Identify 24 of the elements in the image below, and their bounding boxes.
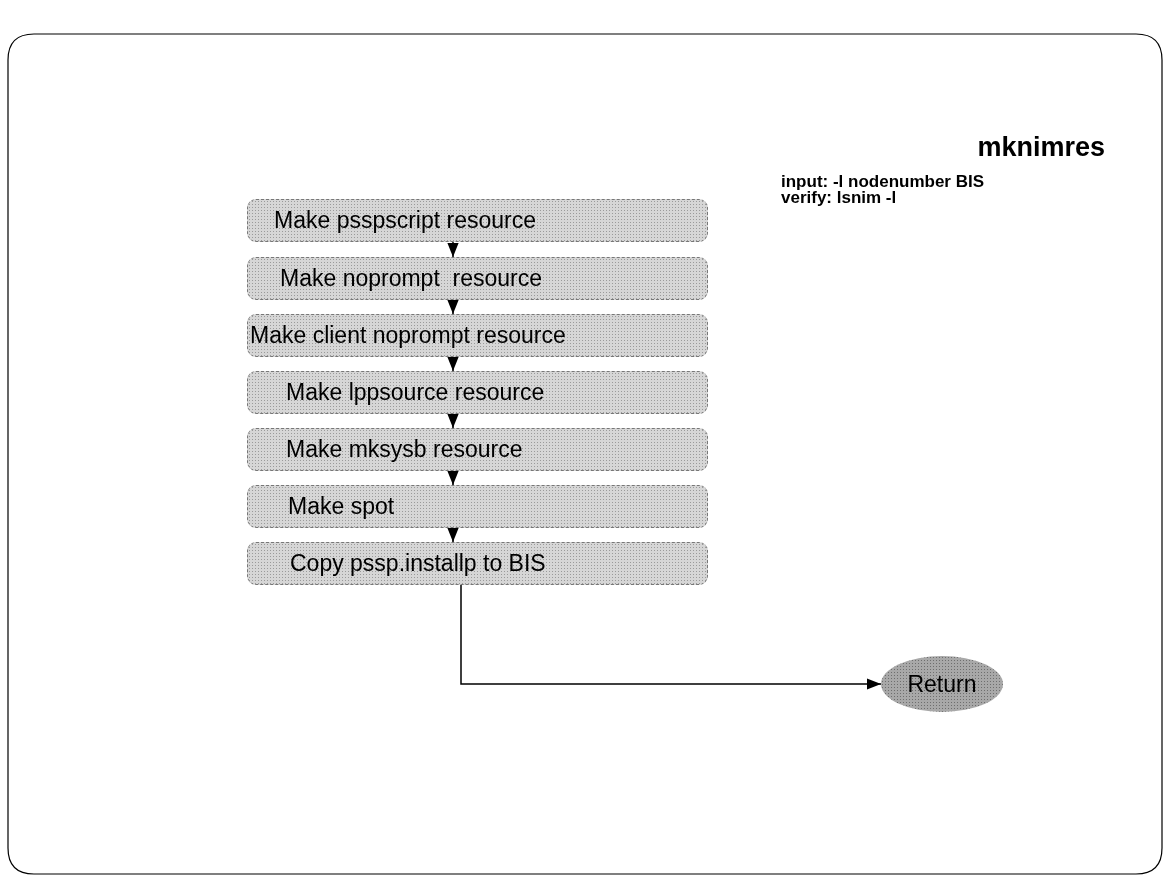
node-text: Return: [907, 670, 977, 698]
arrow: [447, 470, 459, 486]
process-box: [247, 542, 708, 585]
node-text: Make mksysb resource: [286, 436, 523, 463]
node-text: Copy pssp.installp to BIS: [290, 550, 546, 577]
process-box: [247, 428, 708, 471]
process-box: [247, 371, 708, 414]
process-box: [247, 314, 708, 357]
process-box: [247, 257, 708, 300]
node-text: Make noprompt resource: [280, 265, 543, 292]
arrow: [460, 584, 882, 690]
node-text: Make psspscript resource: [274, 207, 537, 234]
note-text: input: -l nodenumber BIS: [781, 172, 985, 191]
arrow: [447, 299, 459, 315]
arrow: [447, 241, 459, 258]
arrow: [447, 413, 459, 429]
arrow: [447, 527, 459, 543]
node-text: Make spot: [288, 493, 395, 520]
node-text: Make client noprompt resource: [250, 322, 566, 349]
node-text: Make lppsource resource: [286, 379, 545, 406]
process-box: [247, 485, 708, 528]
diagram-title: mknimres: [977, 132, 1105, 163]
process-box: [247, 199, 708, 242]
arrow: [447, 356, 459, 372]
